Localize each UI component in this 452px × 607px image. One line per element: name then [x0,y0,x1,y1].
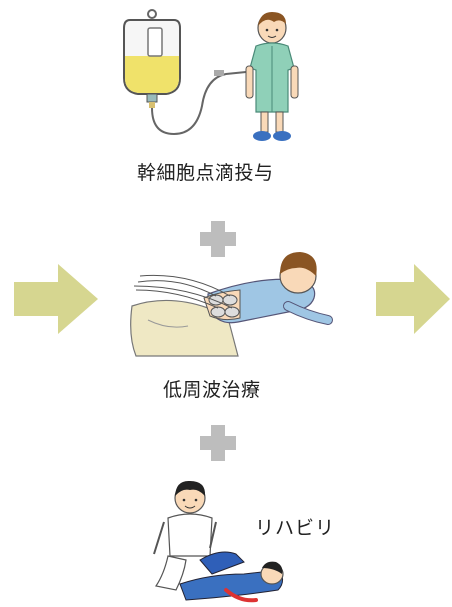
rehabilitation-illustration [153,480,284,603]
step-3-label: リハビリ [255,517,336,539]
right-arrow-icon [376,264,450,334]
iv-drip-patient-illustration [123,9,299,141]
plus-icon [200,221,236,257]
step-1-label: 幹細胞点滴投与 [137,162,274,184]
step-2-label: 低周波治療 [163,379,261,401]
low-frequency-therapy-illustration [130,252,333,357]
plus-icon [200,425,236,461]
right-arrow-icon [14,264,98,334]
